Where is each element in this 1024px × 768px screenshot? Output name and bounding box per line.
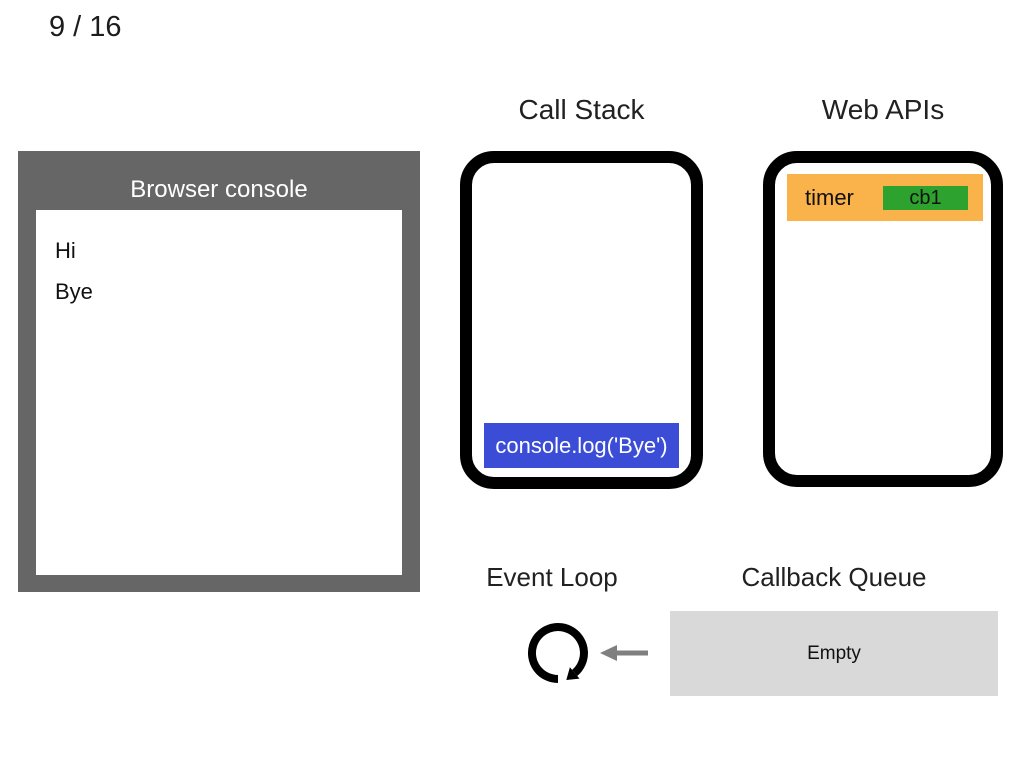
console-log-line: Bye (55, 279, 93, 304)
callback-queue-status: Empty (807, 642, 861, 664)
callback-queue-box: Empty (670, 611, 998, 696)
callback-queue-title: Callback Queue (741, 562, 927, 592)
web-apis-title: Web APIs (821, 94, 945, 125)
event-loop-title: Event Loop (486, 562, 618, 592)
console-log-line: Hi (55, 238, 76, 263)
web-apis-box: timer cb1 (763, 151, 1003, 487)
event-loop-circular-arrow-icon (527, 623, 588, 683)
browser-console-panel: Browser console Hi Bye (18, 151, 420, 592)
timer-label: timer (805, 184, 854, 210)
browser-console-output: Hi Bye (36, 210, 402, 575)
web-api-timer-item: timer cb1 (787, 174, 983, 221)
call-stack-box: console.log('Bye') (460, 151, 703, 489)
call-stack-frame: console.log('Bye') (484, 423, 679, 468)
callback-chip: cb1 (883, 185, 968, 210)
arrow-left-icon (600, 645, 648, 661)
call-stack-title: Call Stack (518, 94, 645, 125)
browser-console-title: Browser console (130, 176, 308, 203)
slide-counter: 9 / 16 (49, 11, 122, 43)
